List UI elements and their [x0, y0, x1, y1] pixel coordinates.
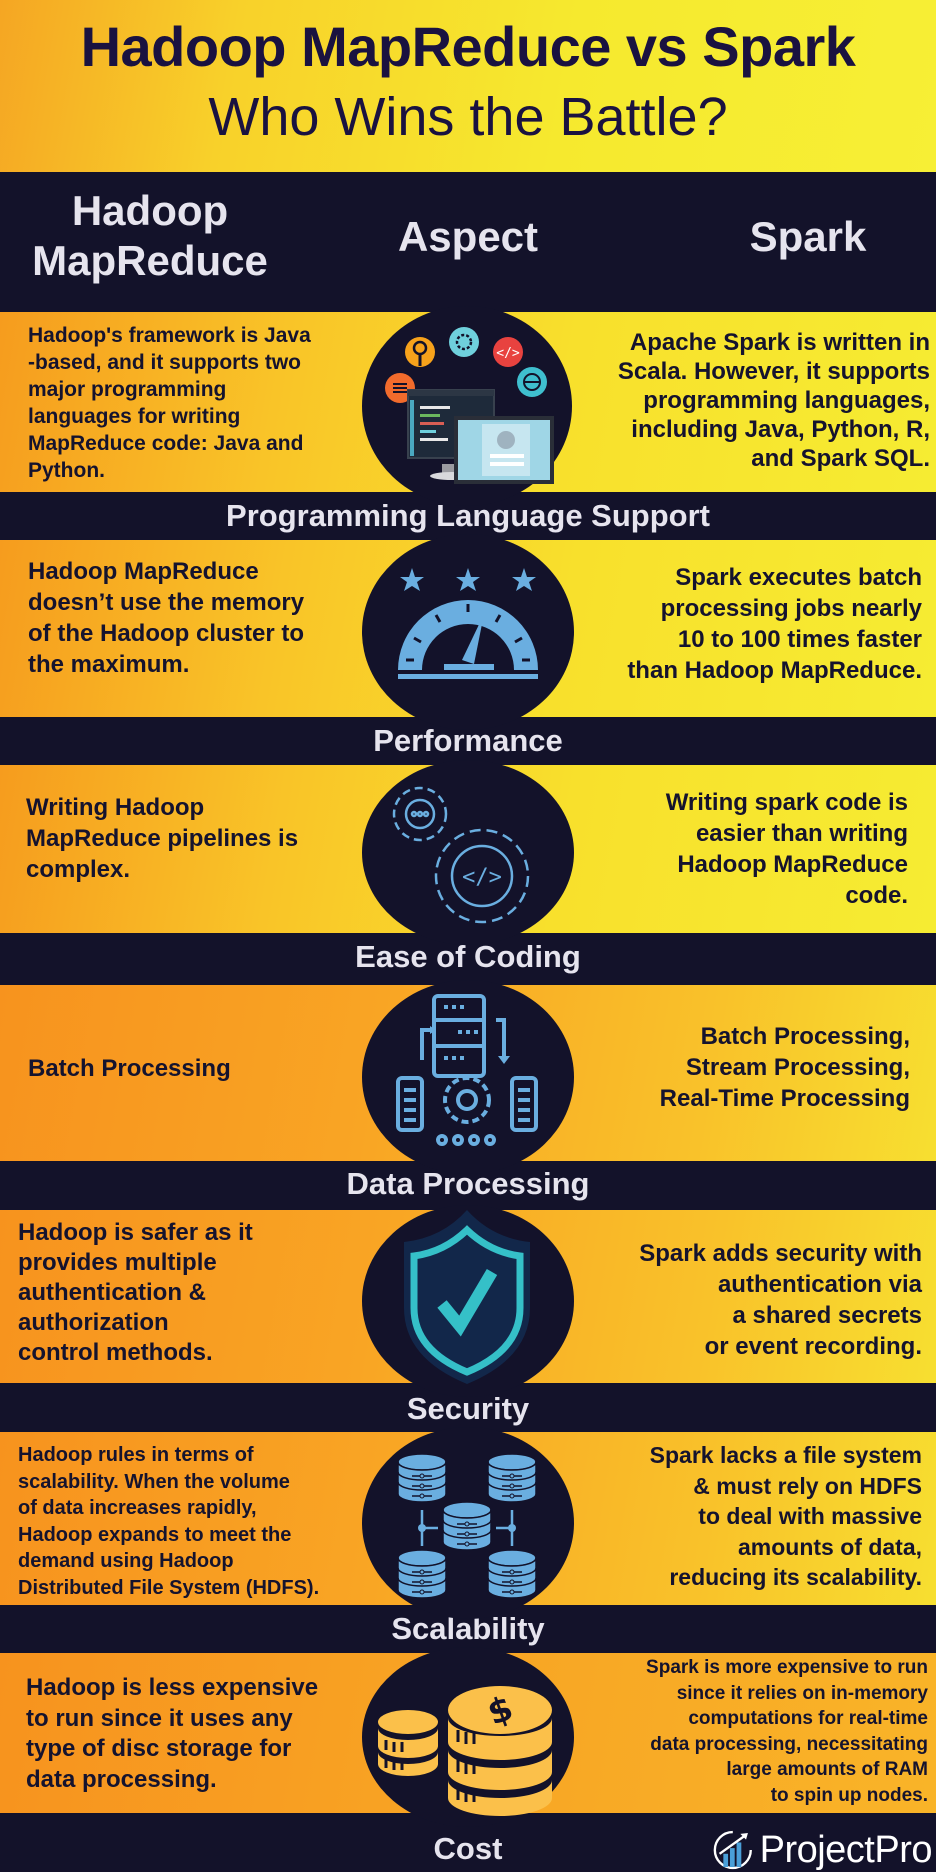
column-header-spark: Spark	[749, 213, 867, 260]
cell-line: amounts of data,	[737, 1533, 922, 1560]
cell-line: Hadoop is safer as it	[18, 1219, 253, 1246]
icon-ellipse	[362, 760, 574, 945]
hadoop-cell: Hadoop is safer as it provides multiple …	[18, 1218, 253, 1368]
spark-cell: Spark lacks a file system & must rely on…	[650, 1440, 922, 1593]
cell-line: to run since it uses any	[26, 1704, 293, 1732]
cell-line: a shared secrets	[732, 1302, 922, 1329]
projectpro-logo: ProjectPro	[712, 1828, 933, 1872]
brand-name: ProjectPro	[759, 1828, 933, 1871]
icon-ellipse	[362, 534, 574, 730]
cell-line: including Java, Python, R,	[631, 416, 930, 443]
cell-line: 10 to 100 times faster	[677, 626, 922, 653]
cell-line: Real-Time Processing	[659, 1085, 910, 1112]
cell-line: Writing Hadoop	[26, 794, 205, 821]
spark-cell: Spark executes batch processing jobs nea…	[627, 562, 922, 686]
column-header-band: Hadoop MapReduce Aspect Spark	[0, 172, 936, 312]
cell-line: Batch Processing,	[700, 1023, 910, 1050]
cell-line: control methods.	[18, 1339, 213, 1366]
hadoop-cell: Hadoop rules in terms of scalability. Wh…	[18, 1442, 319, 1601]
gears-code-icon: </>	[392, 786, 530, 924]
cell-line: Hadoop MapReduce	[677, 851, 908, 878]
page-title: Hadoop MapReduce vs Spark	[80, 15, 856, 78]
cell-line: than Hadoop MapReduce.	[627, 657, 922, 684]
server-processing-icon	[396, 994, 538, 1146]
cell-line: authentication via	[717, 1271, 922, 1298]
cell-line: major programming	[28, 378, 227, 401]
cell-line: authorization	[18, 1309, 169, 1336]
cell-line: Hadoop expands to meet the	[18, 1523, 292, 1546]
hadoop-cell: Hadoop is less expensive to run since it…	[26, 1673, 318, 1795]
column-header-hadoop-line: MapReduce	[32, 237, 268, 284]
cell-line: or event recording.	[704, 1333, 922, 1360]
spark-cell: Spark is more expensive to run since it …	[646, 1655, 928, 1808]
cell-line: MapReduce pipelines is	[26, 825, 299, 852]
cell-line: easier than writing	[695, 820, 908, 847]
spark-cell: Writing spark code is easier than writin…	[666, 787, 908, 911]
hadoop-cell: Hadoop's framework is Java -based, and i…	[28, 322, 311, 484]
column-header-aspect: Aspect	[397, 213, 539, 260]
cell-line: languages for writing	[28, 405, 241, 428]
cell-line: Python.	[28, 459, 105, 482]
cell-line: demand using Hadoop	[18, 1550, 234, 1572]
cell-line: of data increases rapidly,	[18, 1497, 257, 1519]
cell-line: code.	[845, 882, 908, 909]
cell-line: doesn’t use the memory	[28, 589, 305, 616]
cell-line: authentication &	[18, 1279, 207, 1306]
cell-line: data processing, necessitating	[650, 1733, 928, 1755]
cell-line: to spin up nodes.	[770, 1784, 928, 1806]
cell-line: processing jobs nearly	[660, 595, 922, 622]
cell-line: provides multiple	[18, 1249, 217, 1276]
cell-line: since it relies on in-memory	[676, 1682, 928, 1704]
cell-line: and Spark SQL.	[751, 445, 930, 472]
cell-line: Hadoop's framework is Java	[28, 324, 311, 347]
cell-line: Stream Processing,	[685, 1054, 910, 1081]
svg-text:</>: </>	[462, 865, 502, 890]
cell-line: scalability. When the volume	[18, 1470, 290, 1493]
cell-line: -based, and it supports two	[28, 351, 302, 374]
cell-line: computations for real-time	[688, 1708, 928, 1729]
coins-dollar-icon: $	[378, 1686, 552, 1816]
cell-line: Spark executes batch	[675, 564, 922, 591]
cell-line: to deal with massive	[698, 1503, 922, 1529]
cell-line: & must rely on HDFS	[693, 1472, 922, 1499]
speedometer-icon	[398, 568, 538, 679]
cell-line: Apache Spark is written in	[629, 329, 930, 356]
shield-check-icon	[404, 1210, 530, 1384]
aspect-label-cost: Cost	[433, 1831, 503, 1866]
cell-line: Writing spark code is	[665, 789, 908, 816]
spark-cell: Spark adds security with authentication …	[639, 1238, 922, 1362]
cell-line: large amounts of RAM	[726, 1759, 928, 1780]
hadoop-cell: Batch Processing	[28, 1053, 231, 1084]
page-subtitle: Who Wins the Battle?	[208, 87, 728, 147]
cell-line: Spark is more expensive to run	[646, 1657, 928, 1678]
cell-line: Spark lacks a file system	[649, 1442, 922, 1468]
column-header-hadoop-line: Hadoop	[71, 187, 229, 234]
spark-cell: Batch Processing, Stream Processing, Rea…	[660, 1021, 910, 1114]
svg-text:</>: </>	[496, 346, 520, 361]
cell-line: type of disc storage for	[26, 1735, 292, 1762]
database-cluster-icon	[397, 1453, 537, 1599]
cell-line: Distributed File System (HDFS).	[18, 1576, 320, 1599]
cell-line: Batch Processing	[28, 1055, 231, 1082]
cell-line: MapReduce code: Java and	[28, 432, 304, 455]
cell-line: reducing its scalability.	[669, 1564, 922, 1590]
aspect-label-band: Data Processing	[0, 1161, 936, 1210]
title-block: Hadoop MapReduce vs Spark Who Wins the B…	[0, 0, 936, 172]
spark-cell: Apache Spark is written in Scala. Howeve…	[618, 328, 930, 473]
growth-chart-logo-icon	[713, 1830, 752, 1870]
hadoop-cell: Hadoop MapReduce doesn’t use the memory …	[28, 556, 304, 680]
cell-line: data processing.	[26, 1765, 217, 1793]
cell-line: Spark adds security with	[639, 1240, 922, 1267]
cell-line: Scala. However, it supports	[617, 358, 930, 385]
cell-line: Hadoop MapReduce	[28, 558, 259, 585]
column-header-hadoop: Hadoop MapReduce	[0, 186, 300, 286]
cell-line: Hadoop is less expensive	[26, 1674, 319, 1701]
hadoop-cell: Writing Hadoop MapReduce pipelines is co…	[26, 792, 298, 885]
cell-line: of the Hadoop cluster to	[28, 620, 304, 647]
cell-line: Hadoop rules in terms of	[18, 1444, 254, 1466]
cell-line: the maximum.	[28, 651, 190, 678]
cell-line: complex.	[26, 856, 131, 883]
computer-monitors-icon: </>	[385, 327, 554, 484]
cell-line: programming languages,	[643, 387, 930, 414]
